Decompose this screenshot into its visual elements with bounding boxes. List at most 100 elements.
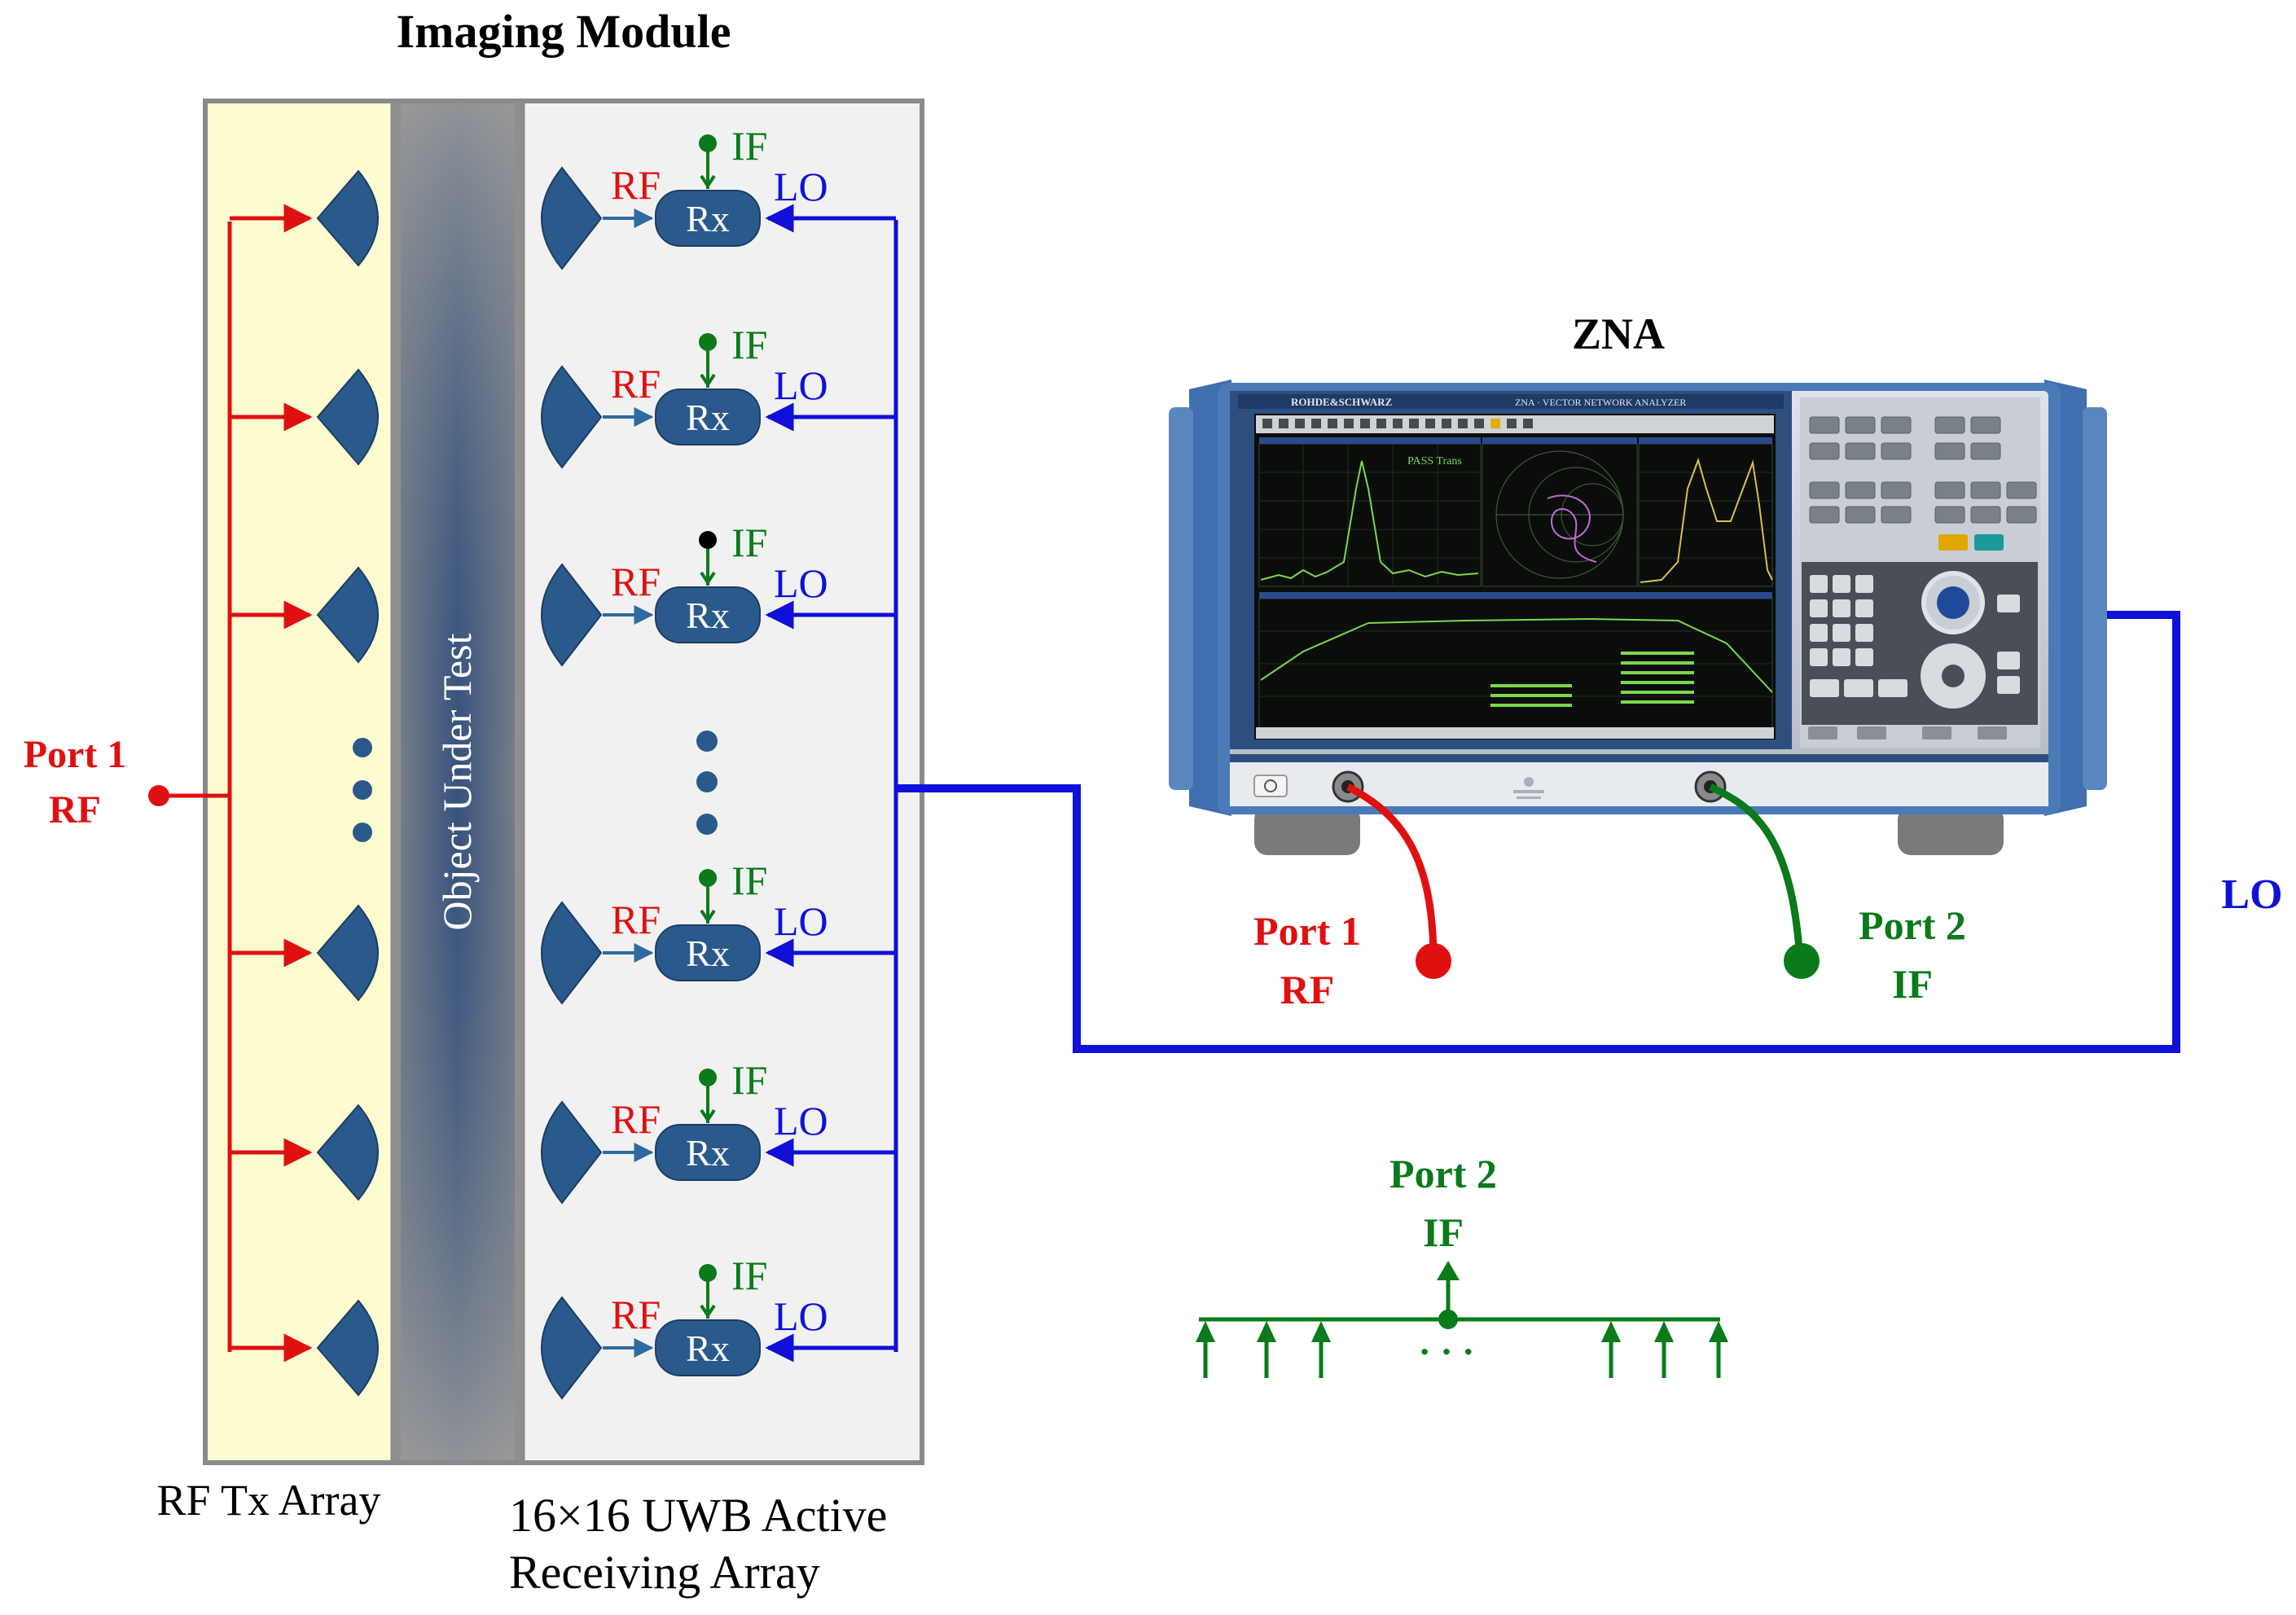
tx-element bbox=[230, 566, 379, 664]
rx-ellipsis bbox=[696, 731, 718, 835]
rx-if-label: IF bbox=[731, 858, 767, 903]
rx-block bbox=[655, 586, 761, 643]
rx-if-arrow bbox=[700, 373, 716, 388]
tx-element bbox=[230, 1299, 379, 1397]
up-arrow-icon bbox=[1601, 1321, 1621, 1342]
if-input-arrow bbox=[1654, 1321, 1674, 1378]
rx-if-node bbox=[699, 531, 717, 549]
rx-if-node bbox=[699, 1069, 717, 1086]
port2-cable bbox=[1709, 783, 1804, 962]
zna-port2-if-label: IF bbox=[1892, 961, 1933, 1007]
rx-antenna-icon bbox=[541, 901, 603, 1005]
tx-antenna-icon bbox=[316, 1299, 379, 1397]
tx-element bbox=[230, 904, 379, 1002]
port1-tx-node bbox=[148, 785, 169, 806]
rx-label: Rx bbox=[686, 933, 730, 974]
tx-antenna-icon bbox=[316, 904, 379, 1002]
zna-port1-rf-label: RF bbox=[1280, 967, 1335, 1012]
rx-antenna-icon bbox=[541, 563, 603, 667]
rx-lo-label: LO bbox=[774, 560, 828, 606]
if-input-arrow bbox=[1311, 1321, 1331, 1378]
rx-rf-label: RF bbox=[611, 897, 661, 942]
screen-trace-1 bbox=[1260, 460, 1479, 581]
rx-rf-label: RF bbox=[611, 361, 661, 406]
rx-if-node bbox=[699, 134, 717, 152]
zna-port1-label: Port 1 bbox=[1253, 908, 1361, 954]
rx-rf-label: RF bbox=[611, 1292, 661, 1337]
rx-block bbox=[655, 1124, 761, 1181]
combiner-port2-label: Port 2 bbox=[1389, 1151, 1497, 1196]
rx-if-node bbox=[699, 1264, 717, 1282]
if-combiner bbox=[1196, 1261, 1728, 1378]
up-arrow-icon bbox=[1257, 1321, 1276, 1342]
rx-if-node bbox=[699, 333, 717, 351]
rx-if-label: IF bbox=[731, 322, 767, 367]
module-frame bbox=[203, 99, 924, 1465]
instrument-title: ZNA bbox=[1572, 309, 1665, 358]
up-arrow-icon bbox=[1196, 1321, 1215, 1342]
rx-if-arrow bbox=[700, 909, 716, 924]
if-output-arrow-icon bbox=[1437, 1261, 1460, 1280]
rx-if-label: IF bbox=[731, 520, 767, 565]
tx-port1-label: Port 1 bbox=[24, 733, 127, 776]
instrument-model: ZNA · VECTOR NETWORK ANALYZER bbox=[1515, 397, 1686, 408]
smith-trace bbox=[1547, 494, 1597, 563]
tx-antenna-icon bbox=[316, 169, 379, 267]
tx-antenna-icon bbox=[316, 566, 379, 664]
brand-strip bbox=[1238, 394, 1784, 409]
combiner-if-label: IF bbox=[1423, 1209, 1464, 1255]
rx-if-node bbox=[699, 869, 717, 887]
rx-rf-label: RF bbox=[611, 1096, 661, 1142]
rx-antenna-icon bbox=[541, 365, 603, 469]
rx-block bbox=[655, 190, 761, 247]
screen-trace-2 bbox=[1640, 457, 1773, 583]
lo-cable-label: LO bbox=[2221, 871, 2282, 918]
up-arrow-icon bbox=[1654, 1321, 1674, 1342]
rx-array-label-line1: 16×16 UWB Active bbox=[509, 1489, 887, 1542]
diagram-title: Imaging Module bbox=[397, 5, 731, 58]
rx-panel bbox=[520, 99, 924, 1465]
inst-port1-tag: PORT 1 bbox=[1333, 763, 1363, 773]
rx-label: Rx bbox=[686, 595, 730, 636]
tx-element bbox=[230, 368, 379, 466]
tx-antenna-icon bbox=[316, 1104, 379, 1201]
screen-trace-label: PASS Trans bbox=[1407, 455, 1462, 467]
object-under-test-label: Object Under Test bbox=[434, 633, 480, 930]
rx-if-label: IF bbox=[731, 1253, 767, 1298]
rx-lo-label: LO bbox=[774, 1293, 828, 1339]
tx-array-label: RF Tx Array bbox=[156, 1476, 380, 1525]
zna-instrument: ROHDE&SCHWARZ ZNA · VECTOR NETWORK ANALY… bbox=[1169, 380, 2107, 855]
tx-antenna-icon bbox=[316, 368, 379, 466]
rx-label: Rx bbox=[686, 1132, 730, 1174]
lo-cable bbox=[896, 611, 2180, 1053]
rx-lo-label: LO bbox=[774, 362, 828, 408]
up-arrow-icon bbox=[1311, 1321, 1331, 1342]
rx-array-label-line2: Receiving Array bbox=[509, 1546, 820, 1599]
rx-if-label: IF bbox=[731, 1057, 767, 1103]
rx-rf-label: RF bbox=[611, 559, 661, 604]
rx-block bbox=[655, 1319, 761, 1376]
tx-feed-network bbox=[148, 222, 232, 1352]
if-input-arrow bbox=[1257, 1321, 1276, 1378]
rx-if-arrow bbox=[700, 571, 716, 586]
rx-if-arrow bbox=[700, 1304, 716, 1319]
rx-lo-label: LO bbox=[774, 1098, 828, 1143]
rx-if-arrow bbox=[700, 1108, 716, 1123]
rx-if-arrow bbox=[700, 174, 716, 189]
smith-chart bbox=[1495, 450, 1624, 579]
tx-element bbox=[230, 169, 379, 267]
rx-block bbox=[655, 388, 761, 445]
rx-label: Rx bbox=[686, 198, 730, 239]
rx-antenna-icon bbox=[541, 166, 603, 270]
if-input-arrow bbox=[1709, 1321, 1728, 1378]
rx-antenna-icon bbox=[541, 1100, 603, 1205]
screen-trace-3 bbox=[1260, 617, 1773, 693]
tx-port1-rf-label: RF bbox=[49, 788, 101, 832]
